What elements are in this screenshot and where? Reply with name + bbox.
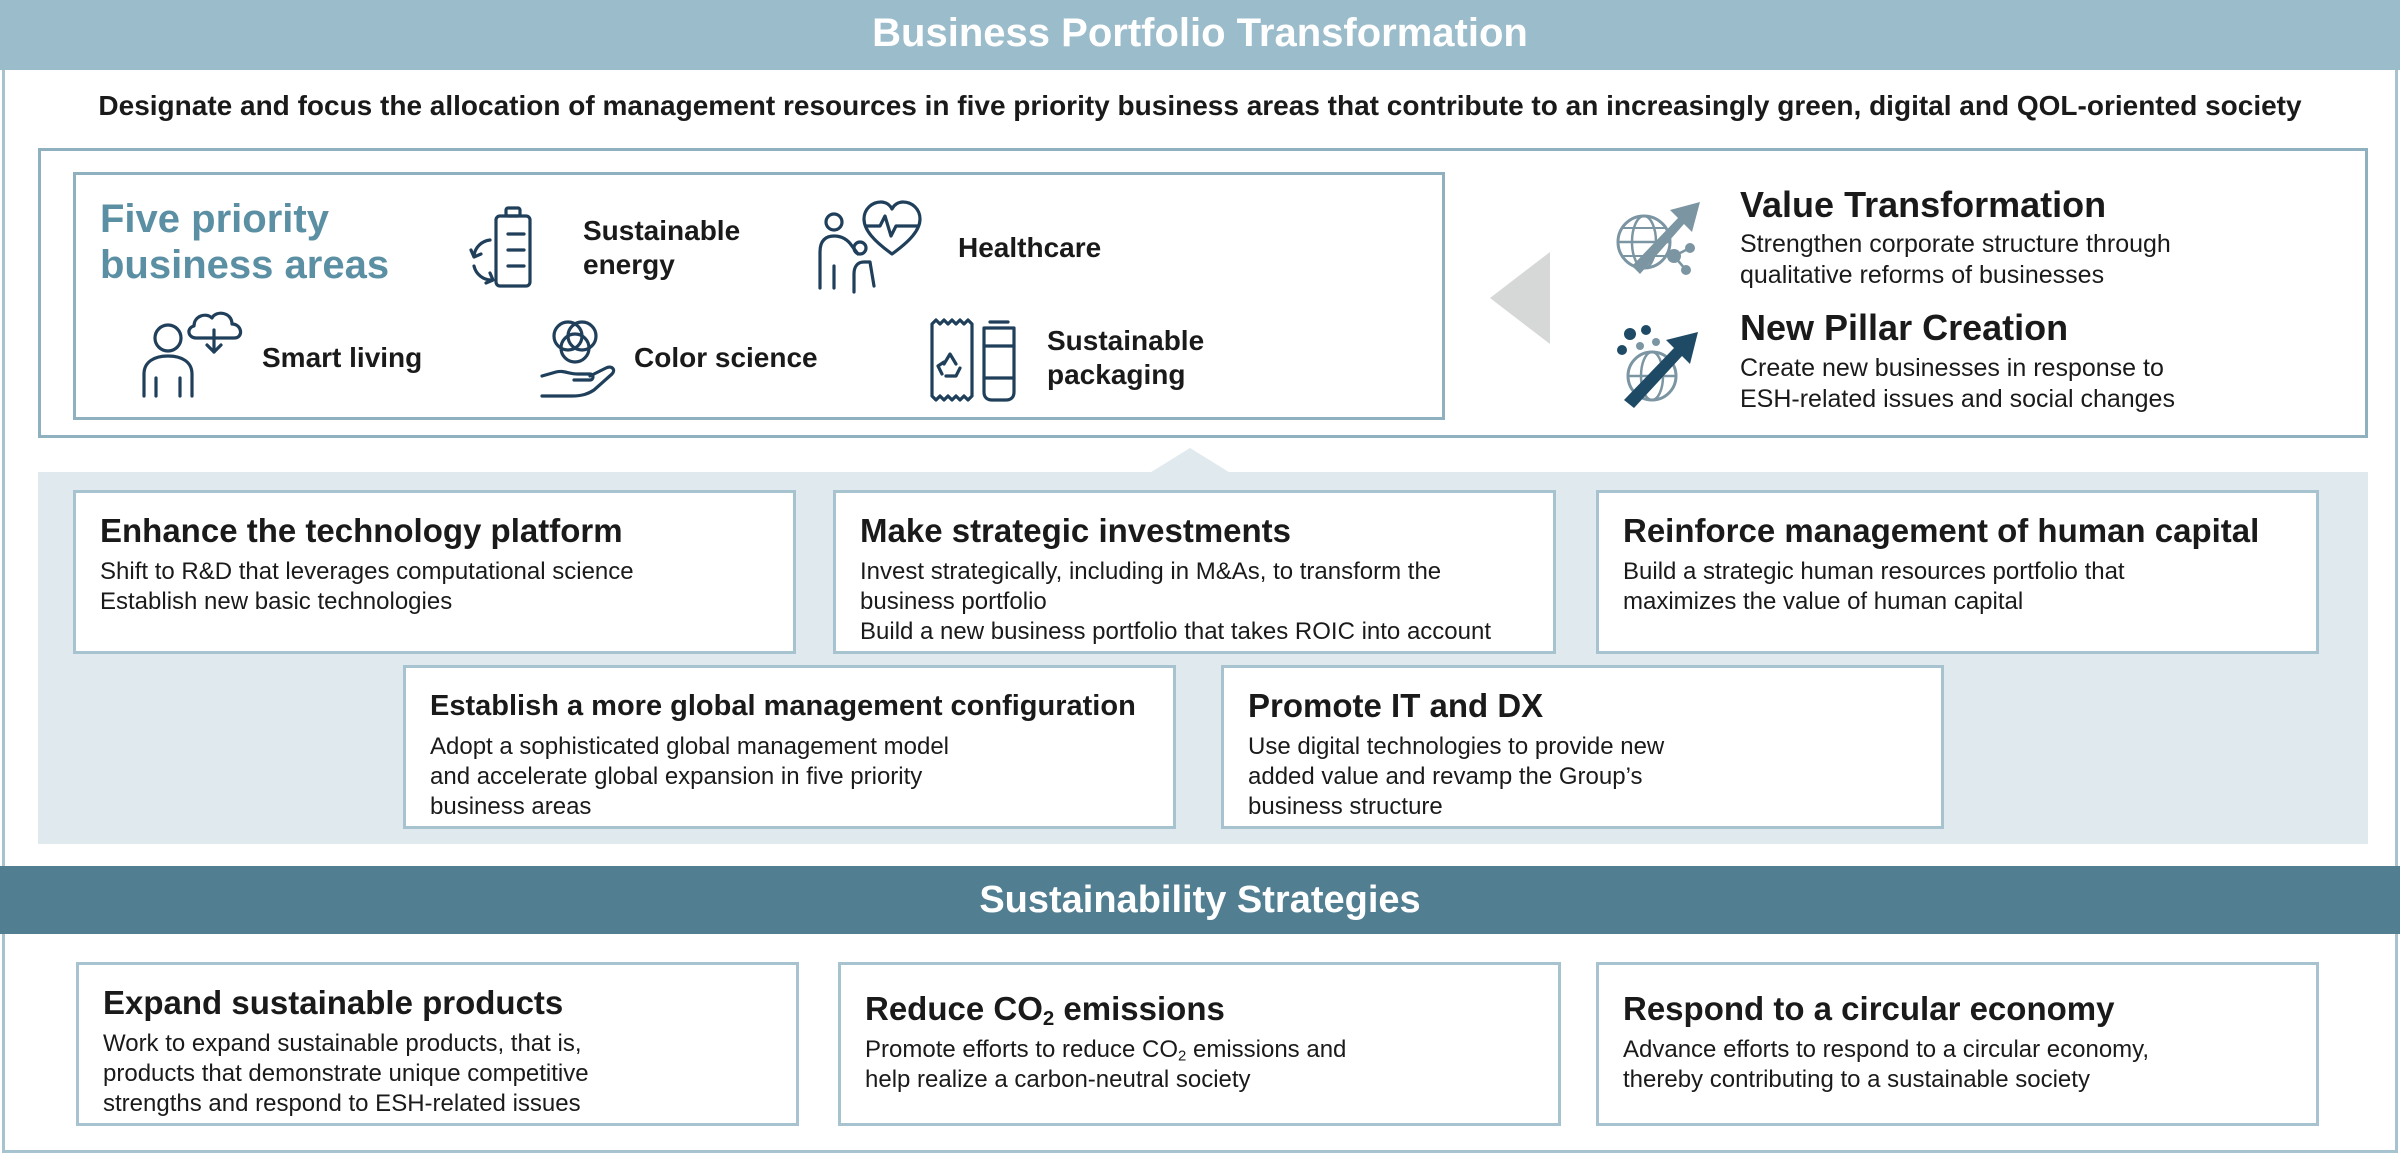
area-sustainable-energy-label: Sustainable energy [583,214,740,282]
card-global-management-line3: business areas [430,793,592,820]
card-strategic-investments-line2: business portfolio [860,588,1047,615]
new-pillar-creation-text: Create new businesses in response to ESH… [1740,353,2175,415]
card-strategic-investments-line3: Build a new business portfolio that take… [860,618,1492,645]
value-transformation-line1: Strengthen corporate structure through [1740,230,2171,258]
area-sustainable-packaging-line2: packaging [1047,359,1186,390]
new-pillar-creation-line1: Create new businesses in response to [1740,354,2164,382]
card-reduce-co2-title-post: emissions [1054,990,1225,1027]
card-reduce-co2-title-sub: 2 [1042,1007,1055,1031]
card-circular-economy: Respond to a circular economy Advance ef… [1596,962,2319,1126]
recycle-package-icon [930,318,1016,402]
card-sustainable-products-line2: products that demonstrate unique competi… [103,1060,589,1087]
card-circular-economy-title: Respond to a circular economy [1623,990,2115,1027]
up-arrow-icon [1148,448,1232,474]
area-smart-living-label: Smart living [262,342,423,373]
card-strategic-investments: Make strategic investments Invest strate… [833,490,1556,654]
card-it-dx-text: Use digital technologies to provide new … [1248,732,1917,822]
card-global-management: Establish a more global management confi… [403,665,1176,829]
card-strategic-investments-line1: Invest strategically, including in M&As,… [860,558,1442,585]
card-reduce-co2-line1-pre: Promote efforts to reduce CO [865,1036,1179,1063]
card-technology-platform-line1: Shift to R&D that leverages computationa… [100,558,634,585]
area-sustainable-energy-line1: Sustainable [583,215,741,246]
new-pillar-creation-line2: ESH-related issues and social changes [1740,385,2175,413]
value-transformation-title: Value Transformation [1740,184,2107,225]
person-cloud-icon [142,311,243,398]
card-human-capital-line1: Build a strategic human resources portfo… [1623,558,2125,585]
card-sustainable-products-line1: Work to expand sustainable products, tha… [103,1030,582,1057]
card-strategic-investments-title: Make strategic investments [860,512,1292,549]
card-sustainable-products-title: Expand sustainable products [103,984,564,1021]
heart-pulse-icon [818,200,922,294]
priority-areas-box [73,172,1445,420]
card-reduce-co2-title-pre: Reduce CO [865,990,1043,1027]
card-reduce-co2-title: Reduce CO2 emissions [865,989,1534,1029]
value-transformation-line2: qualitative reforms of businesses [1740,261,2105,289]
priority-title-line2: business areas [100,243,390,287]
area-healthcare-label: Healthcare [958,232,1102,263]
card-technology-platform-title: Enhance the technology platform [100,512,623,549]
card-global-management-line2: and accelerate global expansion in five … [430,763,923,790]
area-sustainable-packaging-line1: Sustainable [1047,325,1205,356]
card-reduce-co2: Reduce CO2 emissions Promote efforts to … [838,962,1561,1126]
new-pillar-creation-title: New Pillar Creation [1740,307,2069,348]
card-global-management-text: Adopt a sophisticated global management … [430,732,1149,822]
card-strategic-investments-text: Invest strategically, including in M&As,… [860,557,1529,647]
card-circular-economy-text: Advance efforts to respond to a circular… [1623,1035,2292,1095]
area-color-science-label: Color science [634,342,818,373]
lede-text: Designate and focus the allocation of ma… [98,90,2302,121]
globe-arrow-icon [1616,202,1700,275]
card-sustainable-products-text: Work to expand sustainable products, tha… [103,1029,772,1119]
priority-areas-title: Five priority business areas [100,196,389,288]
card-it-dx-line2: added value and revamp the Group’s [1248,763,1643,790]
card-it-dx-line1: Use digital technologies to provide new [1248,733,1665,760]
area-sustainable-energy-line2: energy [583,249,675,280]
card-human-capital-title: Reinforce management of human capital [1623,512,2260,549]
card-global-management-title: Establish a more global management confi… [430,690,1136,722]
card-human-capital-text: Build a strategic human resources portfo… [1623,557,2292,617]
card-it-dx-line3: business structure [1248,793,1443,820]
card-technology-platform-line2: Establish new basic technologies [100,588,453,615]
card-human-capital-line2: maximizes the value of human capital [1623,588,2024,615]
card-sustainable-products-line3: strengths and respond to ESH-related iss… [103,1090,581,1117]
card-technology-platform: Enhance the technology platform Shift to… [73,490,796,654]
card-technology-platform-text: Shift to R&D that leverages computationa… [100,557,769,617]
left-arrow-icon [1490,252,1550,344]
card-reduce-co2-line1-post: emissions and [1186,1036,1347,1063]
card-it-dx: Promote IT and DX Use digital technologi… [1221,665,1944,829]
pillar-globe-arrow-icon [1617,325,1698,408]
priority-title-line1: Five priority [100,197,329,241]
card-reduce-co2-line1: Promote efforts to reduce CO2 emissions … [865,1035,1534,1065]
page-title: Business Portfolio Transformation [0,0,2400,70]
card-reduce-co2-line1-sub: 2 [1178,1048,1187,1065]
card-reduce-co2-line2: help realize a carbon-neutral society [865,1066,1251,1093]
area-sustainable-packaging-label: Sustainable packaging [1047,324,1204,392]
card-it-dx-title: Promote IT and DX [1248,687,1544,724]
sustainability-title: Sustainability Strategies [0,866,2400,934]
card-circular-economy-line1: Advance efforts to respond to a circular… [1623,1036,2150,1063]
card-reduce-co2-text: Promote efforts to reduce CO2 emissions … [865,1035,1534,1095]
color-hand-icon [540,320,616,398]
card-global-management-line1: Adopt a sophisticated global management … [430,733,949,760]
card-circular-economy-line2: thereby contributing to a sustainable so… [1623,1066,2090,1093]
card-human-capital: Reinforce management of human capital Bu… [1596,490,2319,654]
value-transformation-text: Strengthen corporate structure through q… [1740,229,2171,291]
battery-cycle-icon [469,206,532,288]
card-sustainable-products: Expand sustainable products Work to expa… [76,962,799,1126]
